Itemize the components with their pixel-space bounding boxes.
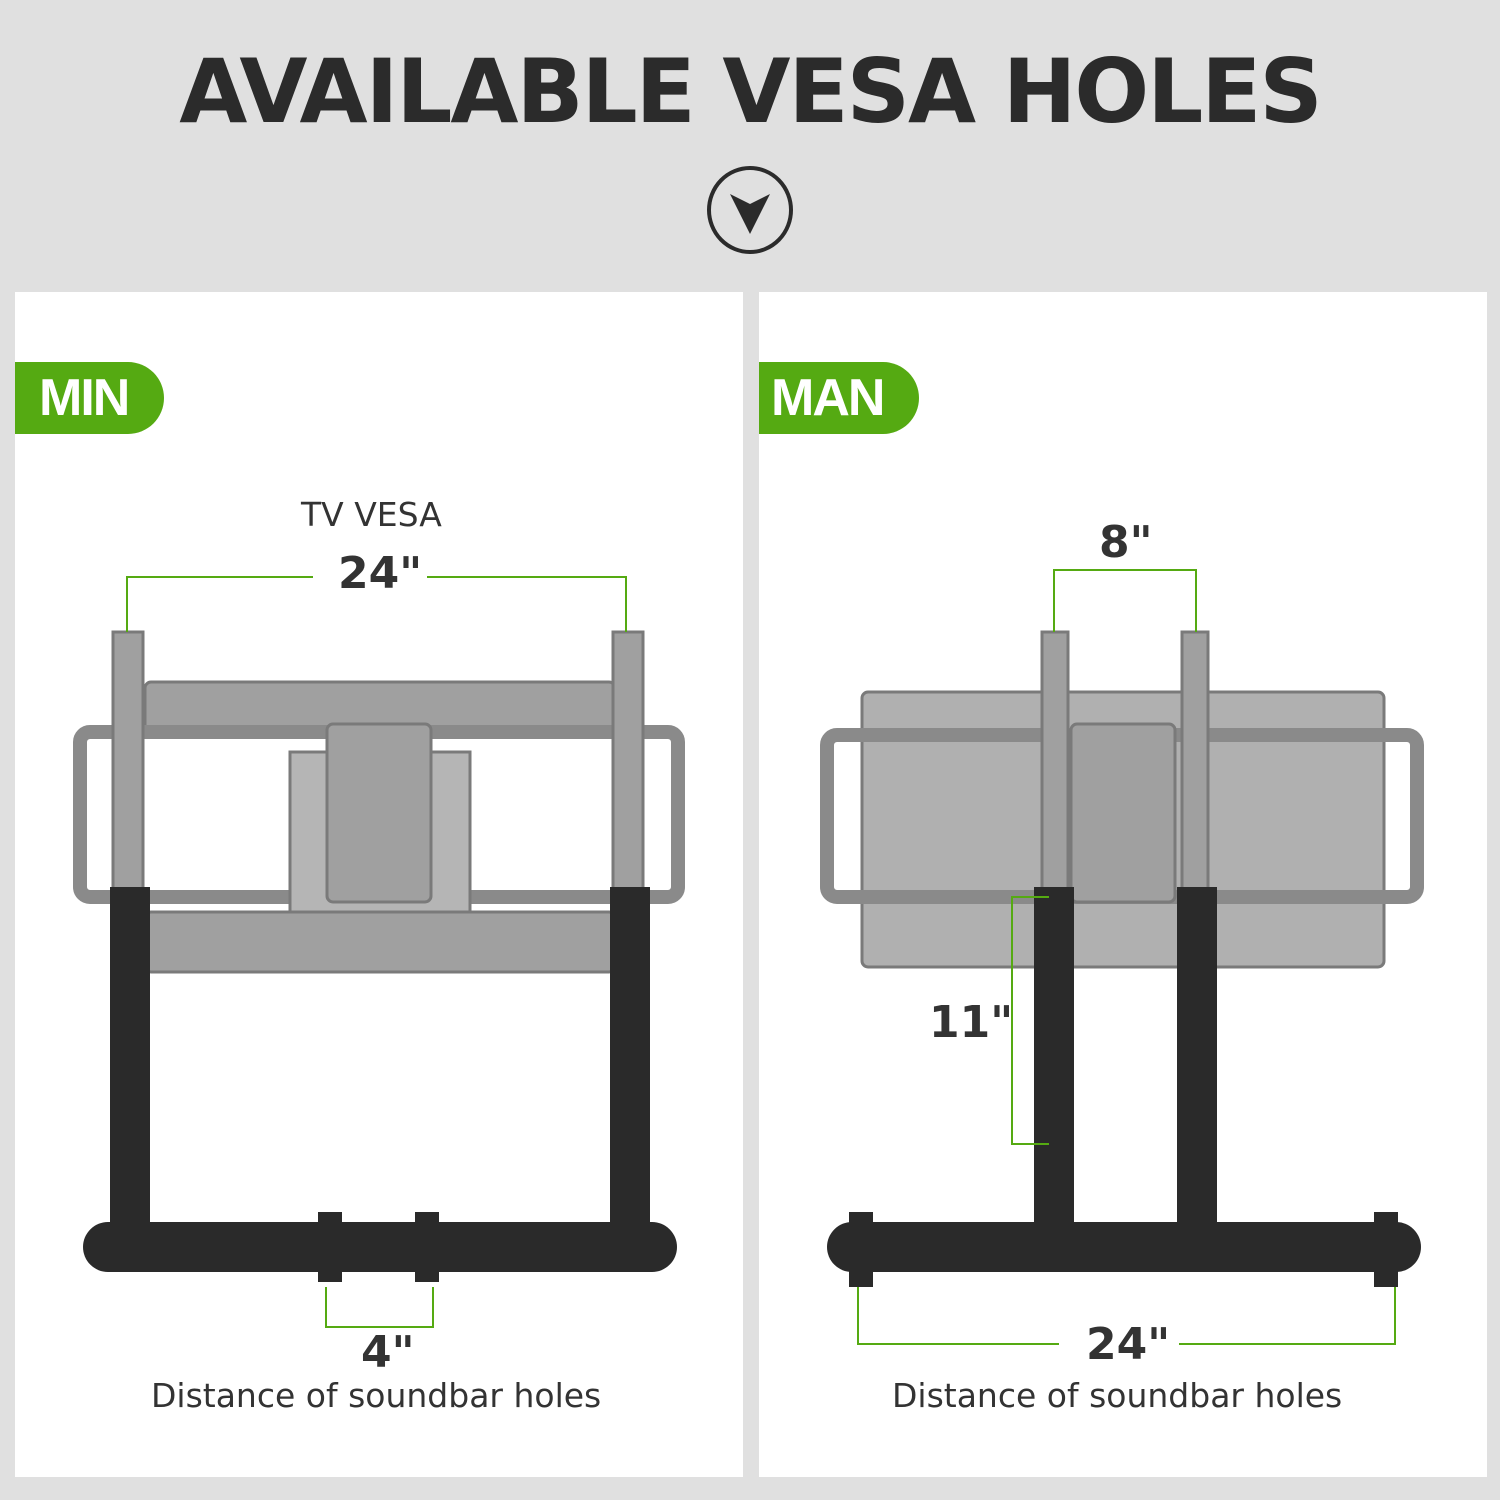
caption: Distance of soundbar holes	[892, 1376, 1343, 1415]
min-panel: MIN TV VESA 24" 4" Distance of soundbar …	[15, 292, 743, 1477]
min-mount-diagram	[73, 576, 685, 1328]
soundbar-distance-label: 24"	[1086, 1319, 1171, 1370]
caption: Distance of soundbar holes	[151, 1376, 602, 1415]
soundbar-distance-label: 4"	[361, 1327, 415, 1378]
max-panel: MAN 8" 11" 24" Distance of soundbar hole…	[759, 292, 1487, 1477]
min-badge: MIN	[15, 362, 165, 434]
chevron-down-circle-icon	[707, 166, 793, 254]
page-title: AVAILABLE VESA HOLES	[179, 40, 1323, 143]
bracket-height-label: 11"	[929, 997, 1014, 1048]
vesa-width-label: 24"	[338, 548, 423, 599]
vesa-width-label: 8"	[1099, 517, 1153, 568]
tv-vesa-label: TV VESA	[301, 495, 442, 534]
max-badge: MAN	[759, 362, 920, 434]
max-mount-diagram	[820, 569, 1424, 1345]
